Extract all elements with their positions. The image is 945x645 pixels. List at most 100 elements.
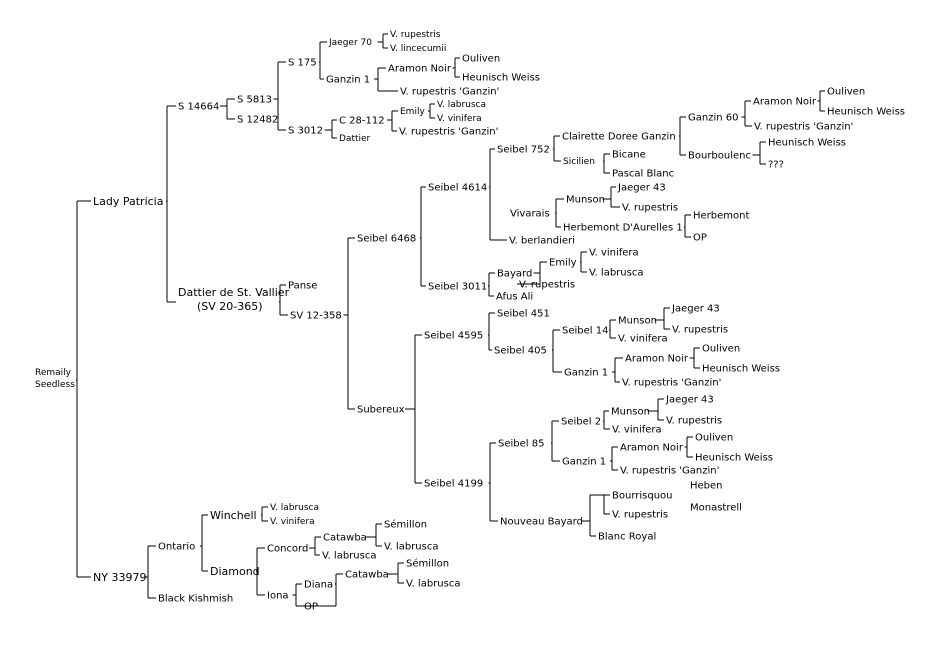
node-s14664: S 14664 (178, 102, 219, 113)
node-ouliven-c: Ouliven (702, 344, 740, 355)
node-seibel85: Seibel 85 (498, 439, 544, 450)
node-ganzin1-a: Ganzin 1 (326, 75, 370, 86)
node-v-rupestris-c: V. rupestris (519, 280, 575, 291)
node-v-labrusca-c: V. labrusca (270, 503, 319, 513)
node-heunisch-weiss-c: Heunisch Weiss (768, 138, 846, 149)
node-v-rupestris-ganzin-b: V. rupestris 'Ganzin' (399, 127, 498, 138)
node-pascal-blanc: Pascal Blanc (612, 169, 674, 180)
node-line-2: Seedless (35, 380, 75, 390)
node-emily-a: Emily (400, 107, 425, 117)
node-jaeger43-c: Jaeger 43 (665, 395, 714, 406)
node-heunisch-weiss-a: Heunisch Weiss (462, 73, 540, 84)
node-v-vinifera-d: V. vinifera (612, 425, 662, 436)
node-clairette-doree-ganzin: Clairette Doree Ganzin (562, 132, 676, 143)
node-aramon-noir-b: Aramon Noir (753, 97, 817, 108)
node-panse: Panse (288, 281, 317, 292)
node-munson-b: Munson (618, 316, 657, 327)
node-line-1: Dattier de St. Vallier (178, 286, 290, 299)
node-v-rupestris-e: V. rupestris (666, 416, 722, 427)
node-v-rupestris-f: V. rupestris (612, 510, 668, 521)
node-seibel4595: Seibel 4595 (424, 331, 483, 342)
node-vivarais: Vivarais (510, 209, 550, 220)
node-v-rupestris-ganzin-d: V. rupestris 'Ganzin' (622, 378, 721, 389)
node-heunisch-weiss-b: Heunisch Weiss (827, 107, 905, 118)
node-seibel3011: Seibel 3011 (428, 282, 487, 293)
node-v-rupestris-ganzin-a: V. rupestris 'Ganzin' (400, 87, 499, 98)
node-seibel6468: Seibel 6468 (357, 234, 416, 245)
node-s5813: S 5813 (237, 95, 272, 106)
node-jaeger70: Jaeger 70 (328, 38, 372, 48)
node-op-a: OP (693, 233, 707, 244)
node-blanc-royal: Blanc Royal (598, 532, 656, 543)
node-herbemont-daurelles: Herbemont D'Aurelles 1 (563, 223, 683, 234)
node-heben: Heben (690, 481, 723, 492)
node-line-2: (SV 20-365) (197, 300, 263, 313)
node-munson-a: Munson (566, 195, 605, 206)
node-v-lincecumii: V. lincecumii (390, 44, 446, 54)
node-seibel14: Seibel 14 (562, 326, 608, 337)
node-diamond: Diamond (210, 565, 260, 578)
node-seibel4614: Seibel 4614 (428, 183, 487, 194)
node-heunisch-weiss-e: Heunisch Weiss (695, 453, 773, 464)
node-v-labrusca-d: V. labrusca (384, 542, 438, 553)
node-s12482: S 12482 (237, 115, 278, 126)
node-ganzin60: Ganzin 60 (688, 113, 738, 124)
node-heunisch-weiss-d: Heunisch Weiss (702, 364, 780, 375)
node-v-vinifera-a: V. vinifera (437, 114, 482, 124)
node-op-b: OP (304, 602, 318, 613)
pedigree-connectors (76, 33, 825, 607)
node-nouveau-bayard: Nouveau Bayard (500, 517, 583, 528)
node-bicane: Bicane (612, 150, 646, 161)
node-seibel4199: Seibel 4199 (424, 479, 483, 490)
node-seibel2: Seibel 2 (561, 417, 601, 428)
node-aramon-noir-d: Aramon Noir (620, 443, 684, 454)
node-ouliven-b: Ouliven (827, 87, 865, 98)
node-v-rupestris-a: V. rupestris (390, 30, 441, 40)
node-catawba-b: Catawba (345, 570, 389, 581)
node-catawba-a: Catawba (323, 533, 367, 544)
node-v-berlandieri: V. berlandieri (509, 236, 575, 247)
node-unknown: ??? (768, 160, 784, 171)
node-v-labrusca-a: V. labrusca (437, 100, 486, 110)
node-monastrell: Monastrell (690, 503, 742, 514)
node-diana: Diana (304, 580, 333, 591)
node-line-1: Remaily (35, 368, 72, 378)
node-seibel451: Seibel 451 (497, 309, 550, 320)
node-v-vinifera-c: V. vinifera (618, 334, 668, 345)
node-ontario: Ontario (158, 542, 195, 553)
node-lady-patricia: Lady Patricia (93, 195, 163, 208)
node-munson-c: Munson (611, 407, 650, 418)
node-ny33979: NY 33979 (93, 571, 146, 584)
node-c28-112: C 28-112 (339, 116, 385, 127)
node-jaeger43-a: Jaeger 43 (617, 183, 666, 194)
node-dattier-st-vallier: Dattier de St. Vallier(SV 20-365) (178, 286, 290, 313)
node-v-rupestris-d: V. rupestris (672, 325, 728, 336)
node-semillon-a: Sémillon (384, 519, 427, 531)
node-concord: Concord (267, 544, 308, 555)
node-v-rupestris-ganzin-c: V. rupestris 'Ganzin' (754, 122, 853, 133)
node-s3012: S 3012 (288, 126, 323, 137)
node-winchell: Winchell (210, 509, 257, 522)
node-ganzin1-c: Ganzin 1 (562, 457, 606, 468)
node-jaeger43-b: Jaeger 43 (671, 304, 720, 315)
node-herbemont: Herbemont (693, 211, 749, 222)
node-v-rupestris-b: V. rupestris (622, 203, 678, 214)
node-bayard: Bayard (497, 269, 532, 280)
node-bourrisquou: Bourrisquou (612, 491, 673, 502)
node-black-kishmish: Black Kishmish (158, 594, 233, 605)
node-seibel405: Seibel 405 (494, 346, 547, 357)
node-v-labrusca-e: V. labrusca (322, 551, 376, 562)
node-subereux: Subereux (357, 405, 405, 416)
node-sv12-358: SV 12-358 (290, 311, 342, 322)
node-v-rupestris-ganzin-e: V. rupestris 'Ganzin' (620, 466, 719, 477)
node-aramon-noir-c: Aramon Noir (625, 354, 689, 365)
node-v-labrusca-f: V. labrusca (406, 579, 460, 590)
node-ouliven-d: Ouliven (695, 433, 733, 444)
node-dattier: Dattier (339, 134, 371, 144)
node-iona: Iona (267, 591, 289, 602)
node-v-vinifera-e: V. vinifera (270, 517, 315, 527)
node-seibel752: Seibel 752 (497, 145, 550, 156)
